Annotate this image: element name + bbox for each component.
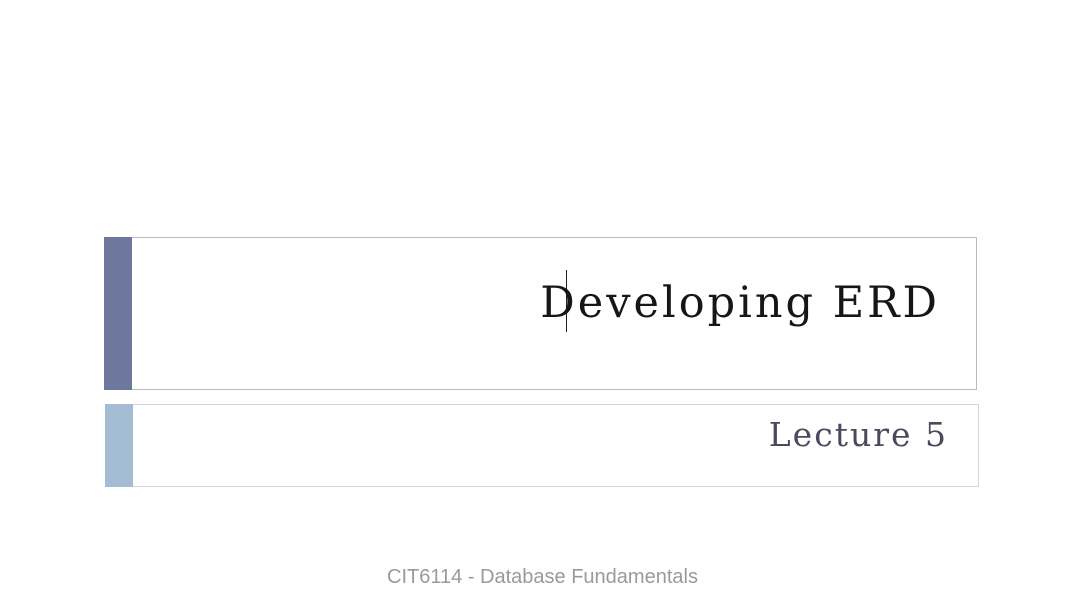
slide-footer: CIT6114 - Database Fundamentals <box>387 566 698 588</box>
subtitle-placeholder[interactable] <box>105 404 979 487</box>
slide-title[interactable]: Developing ERD <box>540 278 940 328</box>
text-cursor <box>566 270 567 332</box>
title-placeholder[interactable] <box>104 237 977 390</box>
slide-subtitle[interactable]: Lecture 5 <box>768 415 948 454</box>
title-accent-bar <box>104 237 132 390</box>
subtitle-accent-bar <box>105 404 133 487</box>
